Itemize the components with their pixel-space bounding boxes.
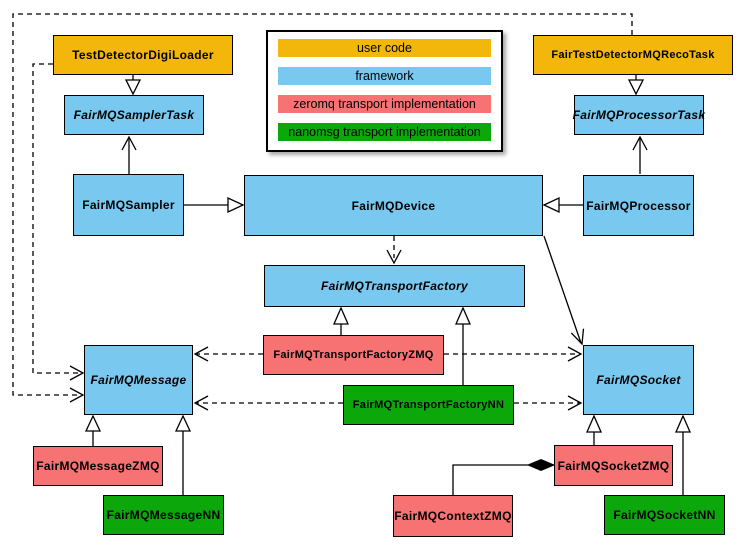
edge-inherit-fairmqtransportfactoryzmq-fairmqtransportfactory: [333, 306, 349, 335]
edge-inherit-testdetectordigiloader-fairmqsamplertask: [124, 75, 142, 96]
edge-composition-fairmqcontextzmq-fairmqsocketzmq: [452, 458, 556, 495]
node-fairmqmessagenn: FairMQMessageNN: [103, 495, 224, 535]
edge-dep-fairmqtransportfactorynn-fairmqsocket: [514, 395, 583, 411]
edge-inherit-fairmqsampler-fairmqdevice: [184, 196, 245, 214]
node-fairmqsocketnn: FairMQSocketNN: [604, 495, 725, 535]
legend-box: user code framework zeromq transport imp…: [266, 30, 503, 152]
node-fairmqprocessor: FairMQProcessor: [583, 175, 694, 236]
node-fairmqtransportfactoryzmq: FairMQTransportFactoryZMQ: [263, 335, 444, 375]
edge-dep-fairtestdetectormqrecotask-fairmqmessage: [12, 13, 633, 403]
edge-assoc-fairmqdevice-fairmqsocket: [543, 235, 585, 346]
node-testdetectordigiloader: TestDetectorDigiLoader: [53, 35, 233, 75]
edge-assoc-fairmqsampler-fairmqsamplertask: [121, 135, 137, 174]
edge-inherit-fairmqtransportfactorynn-fairmqtransportfactory: [455, 306, 471, 385]
edge-inherit-fairmqmessagenn-fairmqmessage: [174, 414, 192, 495]
legend-item-zeromq: zeromq transport implementation: [278, 95, 491, 113]
node-fairmqmessagezmq: FairMQMessageZMQ: [33, 446, 163, 486]
node-fairmqsocketzmq: FairMQSocketZMQ: [554, 445, 673, 486]
edge-assoc-fairmqprocessor-fairmqprocessortask: [632, 135, 648, 174]
edge-inherit-fairmqsocketnn-fairmqsocket: [675, 414, 691, 495]
edge-inherit-fairmqprocessor-fairmqdevice: [542, 196, 583, 214]
legend-item-user-code: user code: [278, 39, 491, 57]
node-fairmqcontextzmq: FairMQContextZMQ: [393, 495, 513, 537]
node-fairmqsamplertask: FairMQSamplerTask: [64, 95, 204, 135]
edge-dep-fairmqdevice-fairmqtransportfactory: [386, 236, 402, 265]
legend-item-nanomsg: nanomsg transport implementation: [278, 123, 491, 141]
node-fairmqtransportfactory: FairMQTransportFactory: [264, 265, 525, 307]
edge-dep-fairmqtransportfactoryzmq-fairmqsocket: [444, 346, 583, 362]
node-fairmqprocessortask: FairMQProcessorTask: [573, 95, 705, 135]
edge-inherit-fairtestdetectormqrecotask-fairmqprocessortask: [627, 75, 645, 96]
node-fairmqdevice: FairMQDevice: [244, 175, 543, 236]
edge-dep-fairmqtransportfactoryzmq-fairmqmessage: [193, 346, 263, 362]
node-fairmqsampler: FairMQSampler: [73, 174, 184, 236]
edge-inherit-fairmqsocketzmq-fairmqsocket: [586, 414, 602, 445]
edge-inherit-fairmqmessagezmq-fairmqmessage: [84, 414, 102, 446]
legend-item-framework: framework: [278, 67, 491, 85]
node-fairmqmessage: FairMQMessage: [84, 345, 193, 415]
node-fairmqsocket: FairMQSocket: [583, 345, 694, 415]
node-fairmqtransportfactorynn: FairMQTransportFactoryNN: [343, 385, 514, 425]
edge-dep-testdetectordigiloader-fairmqmessage: [32, 63, 85, 381]
edge-dep-fairmqtransportfactorynn-fairmqmessage: [193, 395, 343, 411]
node-fairtestdetectormqrecotask: FairTestDetectorMQRecoTask: [533, 35, 733, 75]
